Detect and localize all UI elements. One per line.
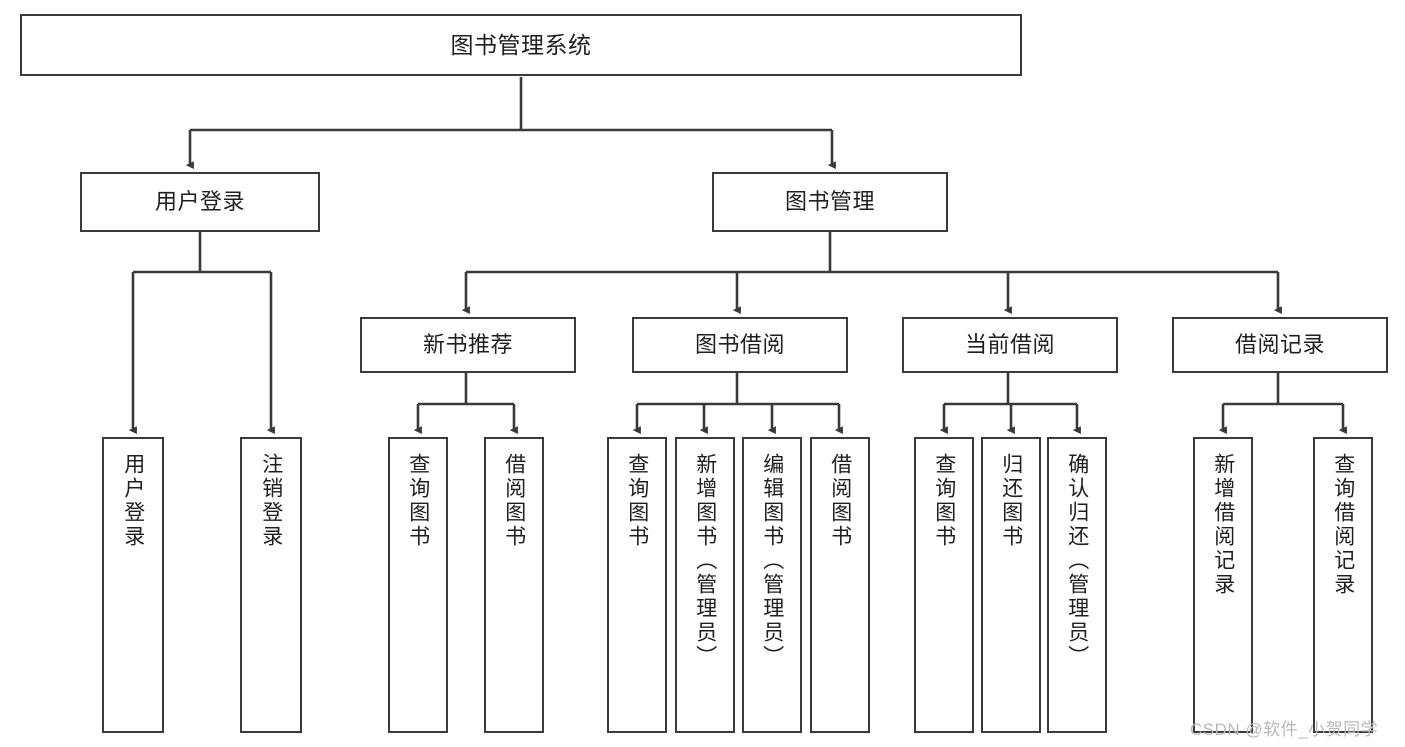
leaf-current-borrow-return-books[interactable]: 归还图书 [981,437,1041,733]
node-label: 新书推荐 [422,332,513,358]
node-label: 查询借阅记录 [1331,453,1355,597]
node-label: 新增图书（管理员） [693,453,717,669]
node-label: 借阅图书 [502,453,526,549]
node-label: 查询图书 [932,453,956,549]
leaf-new-book-query-books[interactable]: 查询图书 [388,437,448,733]
node-label: 归还图书 [999,453,1023,549]
node-label: 查询图书 [406,453,430,549]
node-label: 注销登录 [259,453,283,549]
node-label: 图书借阅 [694,332,785,358]
node-label: 图书管理系统 [450,31,592,58]
node-label: 编辑图书（管理员） [760,453,784,669]
leaf-current-borrow-confirm-return-admin[interactable]: 确认归还（管理员） [1047,437,1107,733]
node-book-borrow[interactable]: 图书借阅 [632,317,848,373]
node-label: 用户登录 [121,453,145,549]
node-label: 用户登录 [154,189,245,215]
node-label: 查询图书 [625,453,649,549]
leaf-book-borrow-add-book-admin[interactable]: 新增图书（管理员） [675,437,735,733]
node-current-borrow[interactable]: 当前借阅 [902,317,1118,373]
node-borrow-record[interactable]: 借阅记录 [1172,317,1388,373]
node-user-login[interactable]: 用户登录 [80,172,320,232]
leaf-new-book-borrow-books[interactable]: 借阅图书 [484,437,544,733]
node-label: 借阅记录 [1234,332,1325,358]
node-book-management[interactable]: 图书管理 [712,172,948,232]
node-label: 当前借阅 [964,332,1055,358]
leaf-book-borrow-borrow-books[interactable]: 借阅图书 [810,437,870,733]
node-label: 借阅图书 [828,453,852,549]
node-root-book-management-system[interactable]: 图书管理系统 [20,14,1022,76]
leaf-borrow-record-query-record[interactable]: 查询借阅记录 [1313,437,1373,733]
leaf-book-borrow-query-books[interactable]: 查询图书 [607,437,667,733]
leaf-current-borrow-query-books[interactable]: 查询图书 [914,437,974,733]
csdn-watermark: CSDN @软件_小贺同学 [1190,720,1379,739]
node-label: 图书管理 [784,189,875,215]
node-label: 新增借阅记录 [1211,453,1235,597]
leaf-user-login-login[interactable]: 用户登录 [102,437,164,733]
leaf-user-login-logout[interactable]: 注销登录 [240,437,302,733]
leaf-borrow-record-add-record[interactable]: 新增借阅记录 [1193,437,1253,733]
leaf-book-borrow-edit-book-admin[interactable]: 编辑图书（管理员） [742,437,802,733]
node-new-book-recommend[interactable]: 新书推荐 [360,317,576,373]
node-label: 确认归还（管理员） [1065,453,1089,669]
